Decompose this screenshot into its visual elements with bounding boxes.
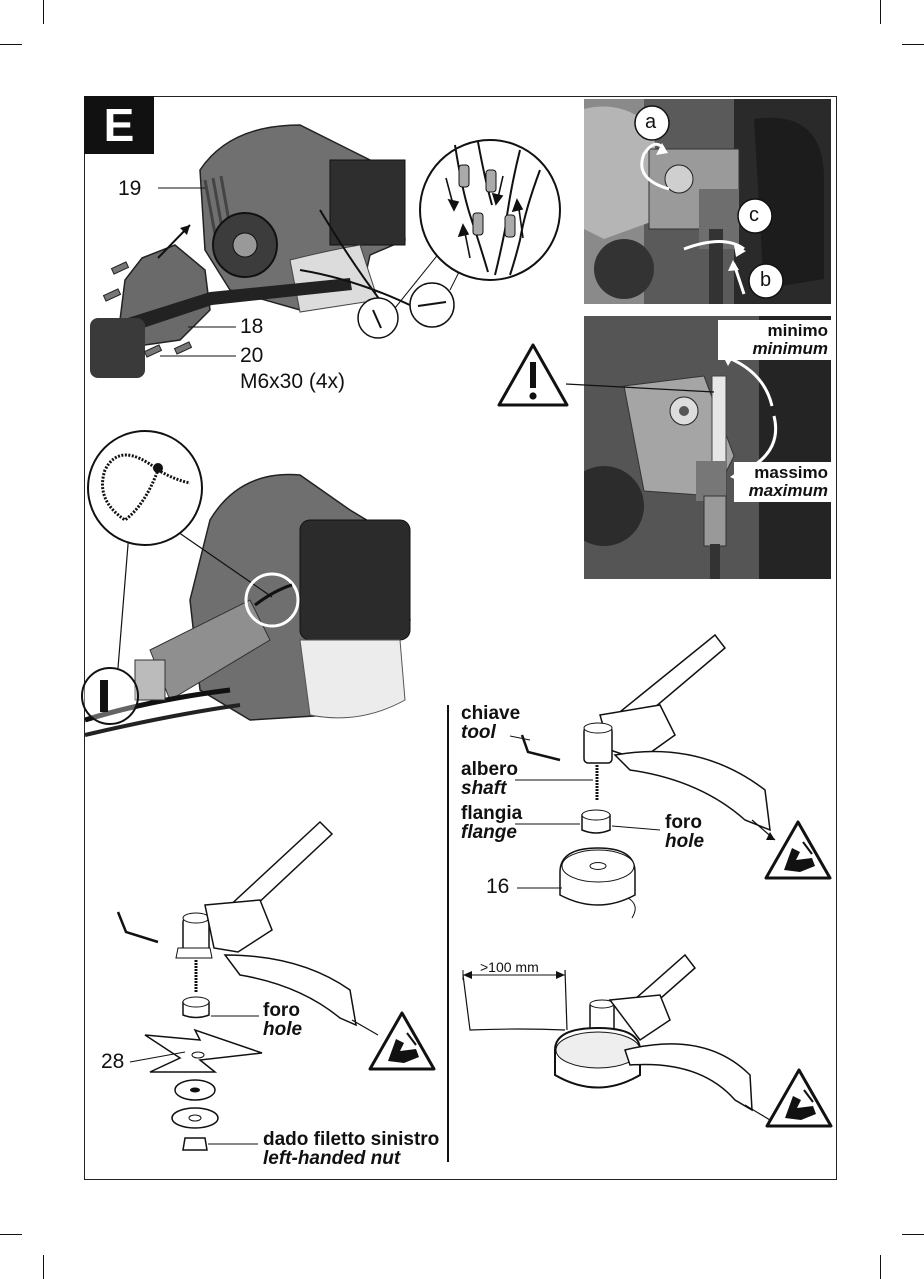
hand-cut-hazard-icon bbox=[370, 1013, 434, 1069]
hand-cut-hazard-icon bbox=[766, 822, 830, 878]
hand-cut-hazard-icon bbox=[767, 1070, 831, 1126]
